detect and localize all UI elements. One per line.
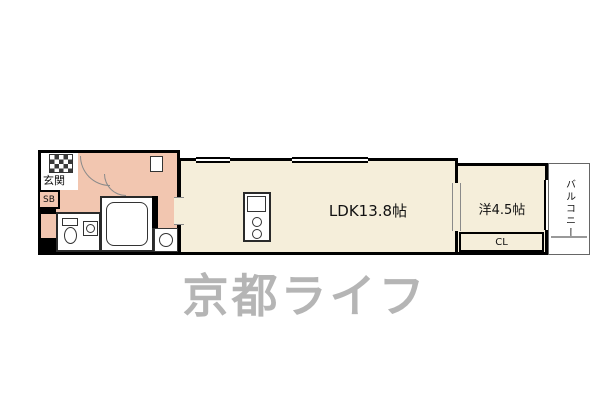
toilet-tank-icon [62,218,78,226]
sliding-door-gap [452,183,461,231]
stove-burner-icon [252,229,262,239]
doorway-gap [174,197,184,225]
stove-burner-icon [252,217,262,227]
shoe-box-label: SB [43,194,55,205]
ldk-label: LDK13.8帖 [328,202,408,220]
window-marking [196,157,230,163]
shoe-box: SB [38,190,60,209]
washer-icon [159,233,173,247]
water-heater-icon [150,156,163,172]
bathtub-icon [106,202,148,246]
ldk-room [178,158,458,255]
wall-segment [152,196,158,228]
closet-label: CL [495,236,508,248]
entrance-mat-icon [49,154,73,173]
washbasin-bowl-icon [86,224,95,233]
closet: CL [459,232,544,252]
balcony: バルコニー [548,163,590,255]
watermark: 京都ライフ [182,269,428,323]
window-marking [292,157,368,163]
balcony-partition [551,236,587,238]
kitchen-sink-icon [247,196,266,212]
wall-segment [38,207,56,214]
toilet-icon [64,227,77,244]
western-room-label: 洋4.5帖 [478,203,526,218]
entrance-label: 玄関 [43,174,65,187]
wall-segment [38,238,56,255]
balcony-label: バルコニー [563,179,575,239]
